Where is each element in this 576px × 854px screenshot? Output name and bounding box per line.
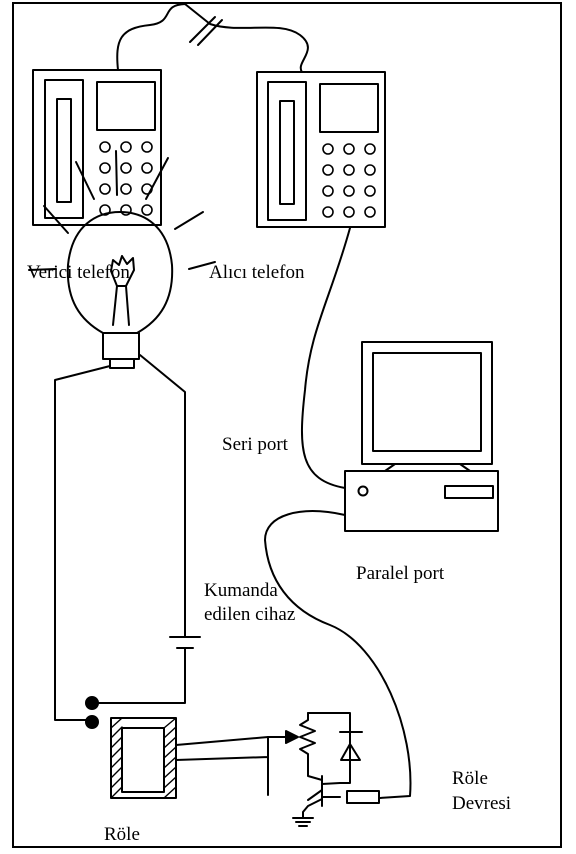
parallel-cable [264, 510, 412, 799]
diagram-frame [12, 2, 562, 848]
serial-port-label: Seri port [222, 434, 288, 455]
telephone-line [116, 3, 309, 73]
computer-icon [344, 341, 499, 532]
line-break-mark-2 [197, 19, 223, 46]
light-bulb-icon [28, 150, 216, 369]
receiver-phone-icon [256, 71, 386, 228]
relay-circuit-label-line1: Röle [452, 768, 488, 789]
coil-wires [175, 736, 269, 796]
controlled-device-label-line2: edilen cihaz [204, 604, 296, 625]
relay-label: Röle [104, 824, 140, 845]
transmitter-phone-icon [32, 69, 162, 226]
terminal-dot-lower [85, 715, 99, 729]
controlled-device-label-line1: Kumanda [204, 580, 278, 601]
device-circuit-wires [54, 354, 201, 721]
transmitter-phone-label: Verici telefon [27, 262, 130, 283]
relay-circuit-icon [267, 712, 380, 827]
receiver-phone-label: Alıcı telefon [209, 262, 305, 283]
relay-coil-icon [110, 717, 177, 799]
relay-circuit-label-line2: Devresi [452, 793, 512, 814]
serial-cable [300, 227, 351, 489]
line-break-mark-1 [189, 16, 216, 43]
parallel-port-label: Paralel port [356, 563, 445, 584]
terminal-dot-upper [85, 696, 99, 710]
